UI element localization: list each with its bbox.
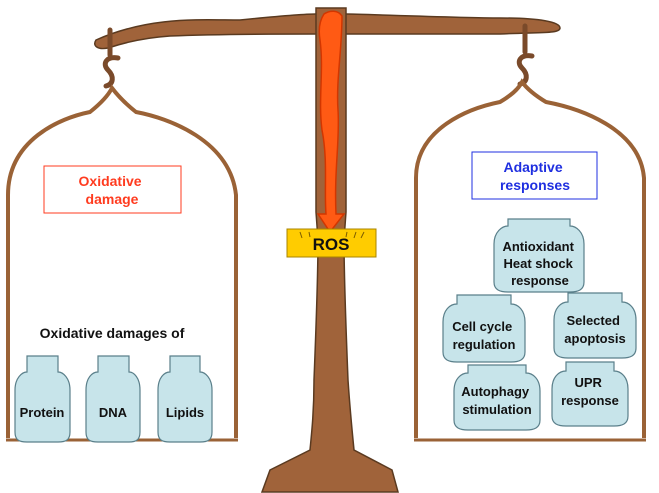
right-hook [516,23,535,87]
weight-selected-apoptosis: Selected apoptosis [553,292,637,359]
adaptive-responses-title-line: Adaptive [503,159,562,175]
right-pan [414,78,646,438]
weight-body [493,218,585,293]
ros-box [286,228,377,258]
weight-label-line: Antioxidant [502,239,574,254]
weight-label-line: regulation [453,337,516,352]
weight-protein: Protein [14,355,71,443]
weight-body [453,364,541,431]
weight-label-line: Cell cycle [452,319,512,334]
weight-label: Antioxidant Heat shock response [502,239,577,288]
weight-label-line: Autophagy [461,384,530,399]
left-pan [6,84,238,438]
weight-label: Cell cycle regulation [452,319,516,352]
ros-flame-arrow [316,10,346,234]
weight-antioxidant-heat-shock: Antioxidant Heat shock response [493,218,585,293]
weight-body [85,355,141,443]
weight-label-line: DNA [99,405,128,420]
weight-autophagy: Autophagy stimulation [453,364,541,431]
weight-body [14,355,71,443]
weight-cell-cycle: Cell cycle regulation [442,294,526,363]
weight-label-line: response [561,393,619,408]
adaptive-responses-title-line: responses [500,177,570,193]
oxidative-damage-title: Oxidative damage [79,173,146,207]
oxidative-damage-title-line: damage [86,191,139,207]
weight-body [442,294,526,363]
weight-lipids: Lipids [157,355,213,443]
weight-label-line: response [511,273,569,288]
weight-label-line: Protein [20,405,65,420]
right-weights: Antioxidant Heat shock response Cell cyc… [442,218,637,431]
adaptive-responses-title: Adaptive responses [500,159,570,193]
left-hook [102,27,121,89]
weight-label-line: Lipids [166,405,204,420]
weight-dna: DNA [85,355,141,443]
weight-label-line: UPR [574,375,602,390]
oxidative-damages-subtitle: Oxidative damages of [40,325,185,341]
oxidative-damage-box [43,165,182,214]
weight-label: UPR response [561,375,619,408]
weight-label: Protein [20,405,65,420]
left-weights: Protein DNA Lipids [14,355,213,443]
weight-label-line: stimulation [462,402,531,417]
weight-label: Lipids [166,405,204,420]
weight-label-line: apoptosis [564,331,625,346]
weight-body [157,355,213,443]
weight-body [553,292,637,359]
weight-label: Autophagy stimulation [461,384,533,417]
weight-upr-response: UPR response [551,361,629,427]
adaptive-responses-box [471,151,598,200]
weight-body [551,361,629,427]
oxidative-damage-title-line: Oxidative [79,173,142,189]
ros-label: ROS [313,235,350,254]
ros-box-ticks [299,231,365,239]
weight-label-line: Selected [566,313,620,328]
weight-label: DNA [99,405,128,420]
weight-label-line: Heat shock [504,256,574,271]
weight-label: Selected apoptosis [564,313,625,346]
